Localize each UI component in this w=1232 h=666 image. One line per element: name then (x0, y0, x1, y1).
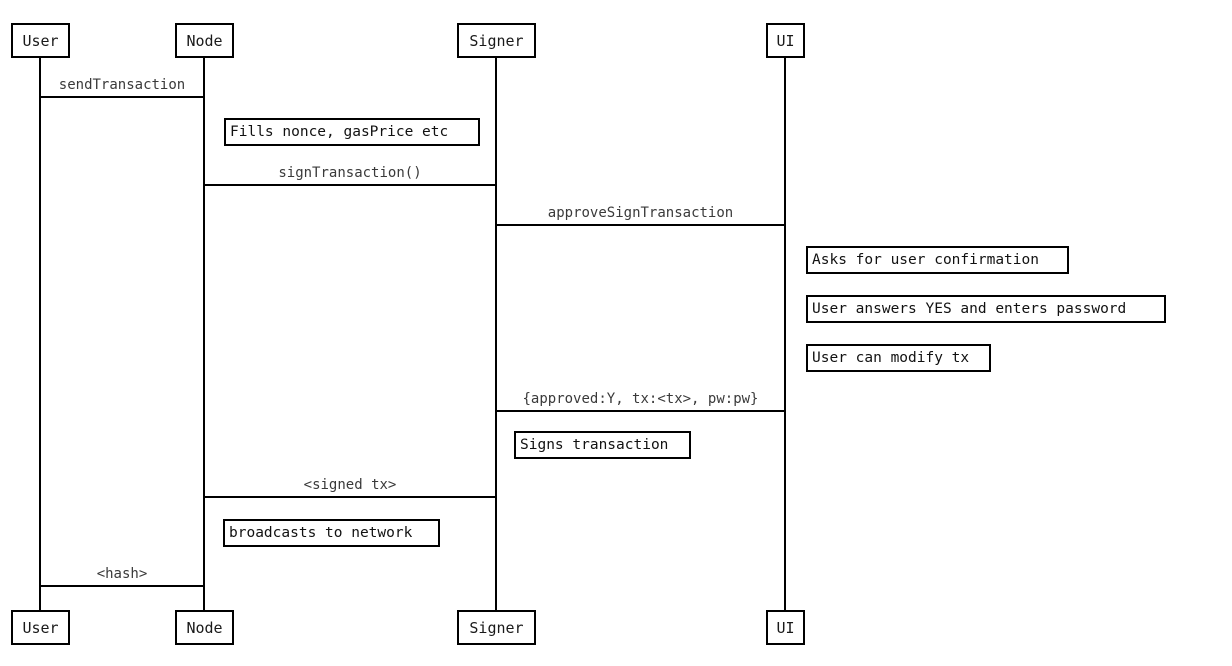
activation-bar-ui (784, 224, 786, 410)
message-line-m6 (40, 585, 204, 587)
note-n1: Fills nonce, gasPrice etc (224, 118, 480, 146)
participant-node-foot: Node (175, 610, 234, 645)
message-label-m2: signTransaction() (278, 165, 422, 181)
message-label-m4: {approved:Y, tx:<tx>, pw:pw} (522, 391, 759, 407)
participant-ui-foot: UI (766, 610, 805, 645)
participant-ui-head: UI (766, 23, 805, 58)
message-line-m3 (496, 224, 785, 226)
participant-label: User (22, 618, 59, 637)
message-line-m5 (204, 496, 496, 498)
activation-bar-user (39, 96, 41, 585)
participant-signer-head: Signer (457, 23, 536, 58)
participant-label: Signer (469, 618, 524, 637)
message-line-m4 (496, 410, 785, 412)
note-n3: User answers YES and enters password (806, 295, 1166, 323)
participant-node-head: Node (175, 23, 234, 58)
message-label-m1: sendTransaction (58, 77, 186, 93)
participant-label: UI (776, 618, 795, 637)
activation-bar-signer (495, 184, 497, 496)
participant-label: UI (776, 31, 795, 50)
note-n5: Signs transaction (514, 431, 691, 459)
participant-label: Node (186, 31, 223, 50)
participant-label: User (22, 31, 59, 50)
note-n4: User can modify tx (806, 344, 991, 372)
activation-bar-node (203, 96, 205, 585)
message-label-m5: <signed tx> (303, 477, 397, 493)
note-n6: broadcasts to network (223, 519, 440, 547)
message-label-m3: approveSignTransaction (547, 205, 734, 221)
note-n2: Asks for user confirmation (806, 246, 1069, 274)
message-line-m1 (40, 96, 204, 98)
participant-label: Node (186, 618, 223, 637)
participant-user-foot: User (11, 610, 70, 645)
message-line-m2 (204, 184, 496, 186)
participant-user-head: User (11, 23, 70, 58)
message-label-m6: <hash> (96, 566, 148, 582)
participant-signer-foot: Signer (457, 610, 536, 645)
participant-label: Signer (469, 31, 524, 50)
